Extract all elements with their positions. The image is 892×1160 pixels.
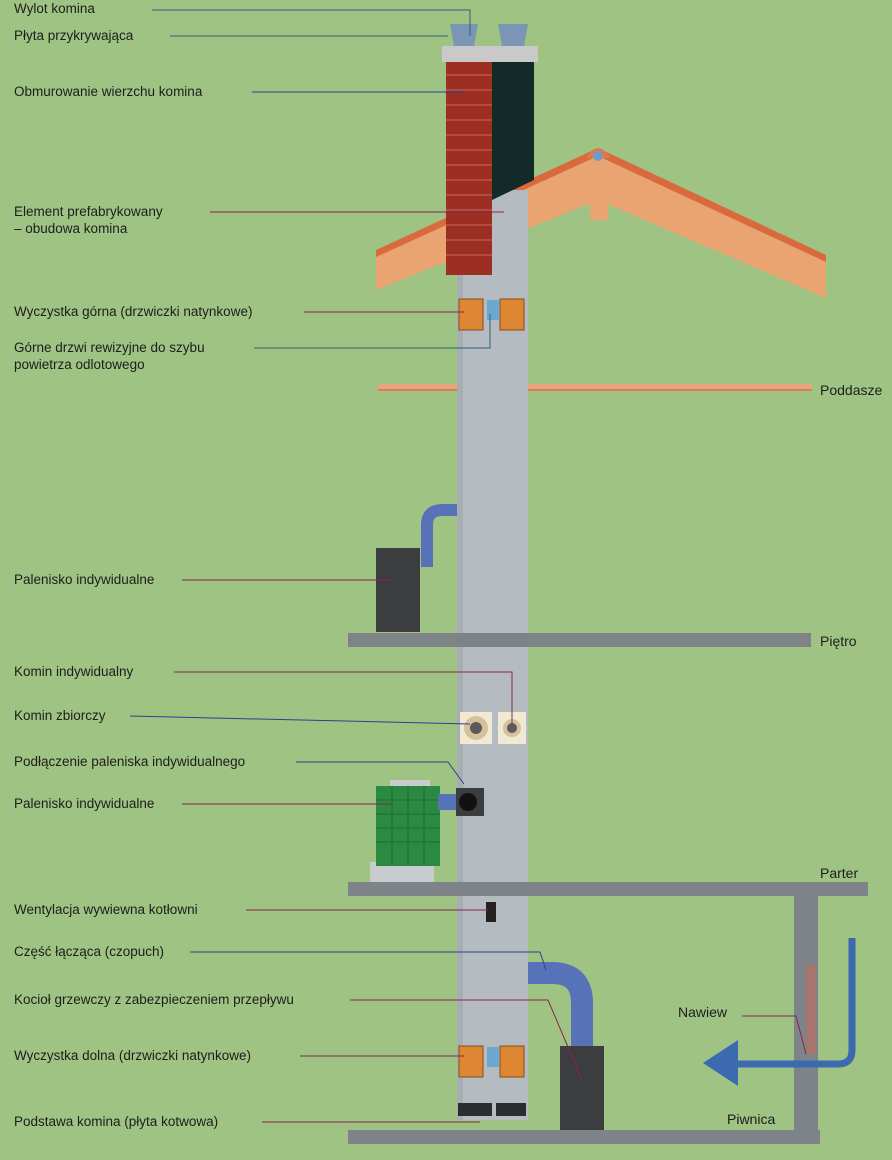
floor-label-attic: Poddasze [820,382,883,398]
upper-floor-slab [348,633,811,647]
basement-structure [794,894,818,1130]
label-lower-cleanout: Wyczystka dolna (drzwiczki natynkowe) [14,1048,251,1063]
label-boiler-ventilation: Wentylacja wywiewna kotłowni [14,902,198,917]
label-chimney-outlet: Wylot komina [14,1,95,16]
label-boiler: Kocioł grzewczy z zabezpieczeniem przepł… [14,992,294,1007]
label-air-supply: Nawiew [678,1004,728,1020]
label-chimney-base: Podstawa komina (płyta kotwowa) [14,1114,219,1129]
ground-floor-slab [348,882,868,896]
chimney-outlets [450,24,528,46]
label-cover-plate: Płyta przykrywająca [14,28,134,43]
ground-furnace [370,780,484,882]
label-flue-connector: Część łącząca (czopuch) [14,944,165,959]
roof [376,148,826,298]
label-furnace-connection: Podłączenie paleniska indywidualnego [14,754,246,769]
boiler [528,962,604,1130]
label-inspection-door: Górne drzwi rewizyjne do szybu [14,340,205,355]
leader-lines [129,9,807,1123]
ventilation-grille [486,902,496,922]
label-individual-flue: Komin indywidualny [14,664,134,679]
label-prefab-element-cont: – obudowa komina [14,221,128,236]
floor-label-ground: Parter [820,865,859,881]
label-ground-furnace: Palenisko indywidualne [14,796,155,811]
lower-cleanout [458,1045,525,1078]
chimney-top-masonry [442,46,538,275]
attic-beam [378,384,812,391]
chimney-base [348,1103,820,1144]
label-upper-cleanout: Wyczystka górna (drzwiczki natynkowe) [14,304,253,319]
label-upper-furnace: Palenisko indywidualne [14,572,155,587]
label-prefab-element: Element prefabrykowany [14,204,163,219]
floor-label-upper: Piętro [820,633,857,649]
upper-furnace [376,504,457,632]
floor-label-basement: Piwnica [727,1111,776,1127]
label-top-masonry: Obmurowanie wierzchu komina [14,84,203,99]
label-collective-flue: Komin zbiorczy [14,708,106,723]
upper-cleanout [458,298,525,331]
air-supply-arrow-icon [703,938,856,1086]
chimney-shaft [457,190,528,1120]
label-inspection-door-cont: powietrza odlotowego [14,357,145,372]
